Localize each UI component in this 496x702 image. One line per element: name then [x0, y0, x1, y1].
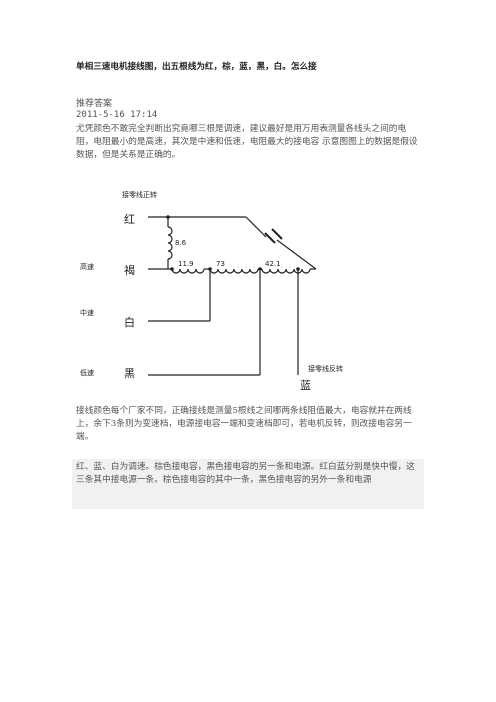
label-reverse: 接零线反转	[308, 364, 343, 373]
answer-paragraph-3: 红、蓝、白为调速。棕色接电容，黑色接电容的另一条和电源。红白蓝分别是快中慢，这三…	[76, 462, 415, 485]
answer-date: 2011-5-16 17:14	[76, 110, 158, 120]
highlight-block	[72, 459, 424, 509]
resistance-73: 73	[216, 260, 225, 268]
coil-8-6	[167, 226, 173, 260]
label-forward: 接零线正转	[122, 190, 157, 199]
node-white	[208, 267, 212, 271]
label-speed-low: 低速	[80, 368, 94, 377]
wire-label-black: 黑	[124, 367, 135, 380]
wire-capacitor-right	[276, 239, 317, 270]
capacitor-plate-2	[271, 228, 283, 240]
wire-label-brown: 褐	[124, 263, 135, 277]
node-blue	[296, 267, 300, 271]
node-red	[166, 215, 170, 219]
wire-label-blue: 蓝	[300, 379, 311, 392]
wiring-diagram-svg: 接零线正转 接零线反转 高速 中速 低速 8.6 11.9 73 42.1 红 …	[80, 190, 343, 392]
label-speed-mid: 中速	[80, 308, 94, 317]
page-title: 单相三速电机接线图，出五根线为红，棕，蓝，黑，白。怎么接	[76, 62, 317, 72]
wire-label-white: 白	[124, 315, 135, 329]
capacitor-plate-1	[264, 232, 276, 244]
wire-to-capacitor	[245, 216, 267, 238]
node-brown	[170, 267, 174, 271]
node-black	[258, 267, 262, 271]
answer-paragraph-1: 尤凭颜色不敢完全判断出究竟哪三根是调速，建议最好是用万用表测量各线头之间的电阻，…	[76, 124, 418, 160]
resistance-11-9: 11.9	[178, 260, 194, 268]
wiring-diagram: 接零线正转 接零线反转 高速 中速 低速 8.6 11.9 73 42.1 红 …	[76, 185, 356, 399]
wire-label-red: 红	[124, 213, 135, 226]
coil-11-9	[171, 268, 205, 274]
answer-label: 推荐答案	[76, 99, 113, 109]
resistance-8-6: 8.6	[175, 239, 187, 247]
resistance-42-1: 42.1	[265, 260, 281, 268]
answer-paragraph-2: 接线颜色每个厂家不同，正确接线是测量5根线之间哪两条线阻值最大，电容就并在两线上…	[76, 406, 412, 442]
label-speed-high: 高速	[80, 262, 94, 271]
coil-73	[209, 268, 259, 274]
coil-42-1	[261, 268, 311, 274]
